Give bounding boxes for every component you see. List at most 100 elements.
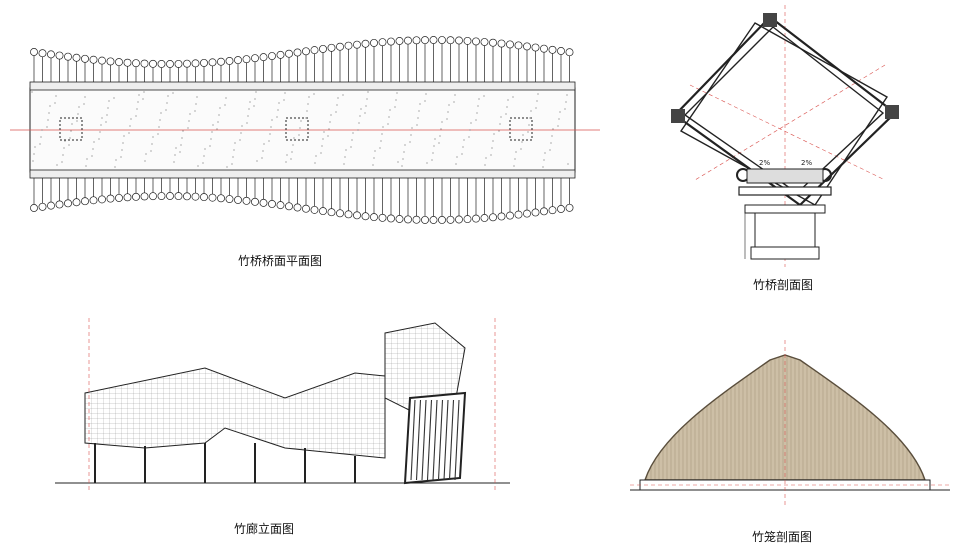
- deck-texture-dot: [461, 153, 463, 155]
- bamboo-post-head-bottom: [344, 210, 353, 219]
- deck-texture-dot: [419, 103, 421, 105]
- deck-texture-dot: [484, 164, 486, 166]
- deck-texture-dot: [418, 110, 420, 112]
- bamboo-post-head-top: [514, 41, 523, 50]
- deck-texture-dot: [48, 112, 50, 114]
- deck-texture-dot: [342, 94, 344, 96]
- bamboo-post-head-top: [208, 58, 217, 67]
- deck-edge-top: [29, 81, 576, 91]
- deck-texture-dot: [180, 144, 182, 146]
- deck-texture-dot: [70, 130, 72, 132]
- deck-texture-dot: [315, 155, 317, 157]
- deck-texture-dot: [271, 119, 273, 121]
- bamboo-post-head-top: [200, 58, 208, 67]
- deck-texture-dot: [261, 157, 263, 159]
- deck-texture-dot: [382, 126, 384, 128]
- deck-texture-dot: [179, 151, 181, 153]
- corner-clamp-top: [763, 13, 777, 27]
- deck-texture-dot: [113, 97, 115, 99]
- bamboo-post-head-top: [64, 52, 72, 61]
- bamboo-post-head-top: [480, 38, 489, 46]
- deck-texture-dot: [240, 132, 242, 134]
- deck-texture-dot: [536, 100, 538, 102]
- bamboo-post-head-top: [98, 56, 106, 65]
- deck-texture-dot: [270, 126, 272, 128]
- deck-texture-dot: [366, 98, 368, 100]
- deck-texture-dot: [478, 98, 480, 100]
- deck-texture-dot: [255, 91, 257, 93]
- deck-texture-dot: [447, 111, 449, 113]
- bamboo-post-head-bottom: [480, 214, 489, 222]
- bamboo-post-head-top: [89, 55, 98, 64]
- deck-texture-dot: [469, 129, 471, 131]
- bamboo-post-head-top: [523, 42, 531, 51]
- deck-texture-dot: [137, 101, 139, 103]
- deck-texture-dot: [286, 154, 288, 156]
- bamboo-post-head-top: [463, 36, 472, 45]
- deck-texture-dot: [409, 141, 411, 143]
- deck-texture-dot: [337, 97, 339, 99]
- bridge-section-drawing: 2% 2%: [655, 5, 915, 270]
- deck-texture-dot: [194, 110, 196, 112]
- deck-texture-dot: [150, 150, 152, 152]
- bamboo-post-head-top: [421, 36, 429, 45]
- pier-box-3: [509, 117, 533, 141]
- deck-texture-dot: [367, 91, 369, 93]
- deck-texture-dot: [239, 139, 241, 141]
- deck-texture-dot: [364, 112, 366, 114]
- deck-texture-dot: [456, 156, 458, 158]
- deck-texture-dot: [462, 146, 464, 148]
- deck-texture-dot: [542, 166, 544, 168]
- deck-texture-dot: [92, 148, 94, 150]
- deck-texture-dot: [365, 105, 367, 107]
- deck-texture-dot: [432, 152, 434, 154]
- deck-texture-dot: [515, 151, 517, 153]
- deck-texture-dot: [388, 116, 390, 118]
- entrance-slat: [432, 399, 438, 481]
- bamboo-post-head-bottom: [472, 214, 480, 223]
- deck-texture-dot: [225, 97, 227, 99]
- deck-texture-dot: [115, 159, 117, 161]
- deck-texture-dot: [219, 107, 221, 109]
- deck-texture-dot: [86, 158, 88, 160]
- deck-texture-dot: [157, 133, 159, 135]
- pier-box-1: [59, 117, 83, 141]
- bamboo-post-head-top: [540, 44, 548, 53]
- deck-texture-dot: [33, 153, 35, 155]
- bridge-section-svg: 2% 2%: [671, 5, 899, 267]
- deck-texture-dot: [438, 142, 440, 144]
- deck-texture-group: [31, 91, 569, 168]
- deck-texture-dot: [291, 151, 293, 153]
- deck-texture-dot: [344, 156, 346, 158]
- deck-texture-dot: [550, 142, 552, 144]
- bamboo-post-head-top: [370, 38, 378, 47]
- deck-texture-dot: [128, 132, 130, 134]
- deck-texture-dot: [410, 134, 412, 136]
- deck-texture-dot: [160, 112, 162, 114]
- deck-texture-dot: [357, 129, 359, 131]
- deck-texture-dot: [130, 118, 132, 120]
- deck-texture-dot: [212, 124, 214, 126]
- deck-texture-dot: [217, 121, 219, 123]
- bridge-plan-drawing: [10, 30, 600, 230]
- deck-texture-dot: [210, 138, 212, 140]
- slope-label-left: 2%: [759, 159, 770, 167]
- entrance-slat: [443, 399, 449, 481]
- deck-texture-dot: [298, 134, 300, 136]
- deck-texture-dot: [121, 149, 123, 151]
- deck-texture-dot: [232, 156, 234, 158]
- bamboo-post-head-bottom: [438, 216, 446, 224]
- slope-label-right: 2%: [801, 159, 812, 167]
- deck-texture-dot: [68, 144, 70, 146]
- deck-texture-dot: [446, 118, 448, 120]
- bamboo-post-head-top: [55, 51, 64, 60]
- deck-texture-dot: [262, 150, 264, 152]
- deck-texture-dot: [175, 147, 177, 149]
- bamboo-post-head-top: [387, 37, 395, 46]
- deck-texture-dot: [327, 135, 329, 137]
- deck-texture-dot: [321, 145, 323, 147]
- deck-texture-dot: [493, 133, 495, 135]
- bamboo-post-head-top: [497, 39, 506, 48]
- deck-texture-dot: [305, 117, 307, 119]
- bamboo-post-head-bottom: [506, 211, 514, 220]
